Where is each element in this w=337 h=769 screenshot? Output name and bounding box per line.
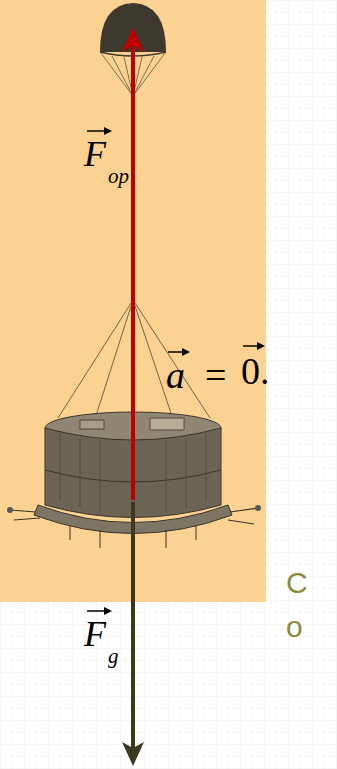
zero-vector: 0. [241,352,270,390]
force-symbol: F [84,136,106,172]
force-subscript: op [108,166,129,187]
force-gravity-arrow [122,502,144,766]
cut-off-text: C [286,568,308,598]
force-symbol: F [84,616,106,652]
vector-mark [87,127,265,615]
cut-off-text: o [286,612,303,642]
equals-sign: = [205,356,226,394]
force-lift-arrow [122,28,144,500]
acceleration-symbol: a [166,356,185,394]
force-subscript: g [108,646,119,667]
